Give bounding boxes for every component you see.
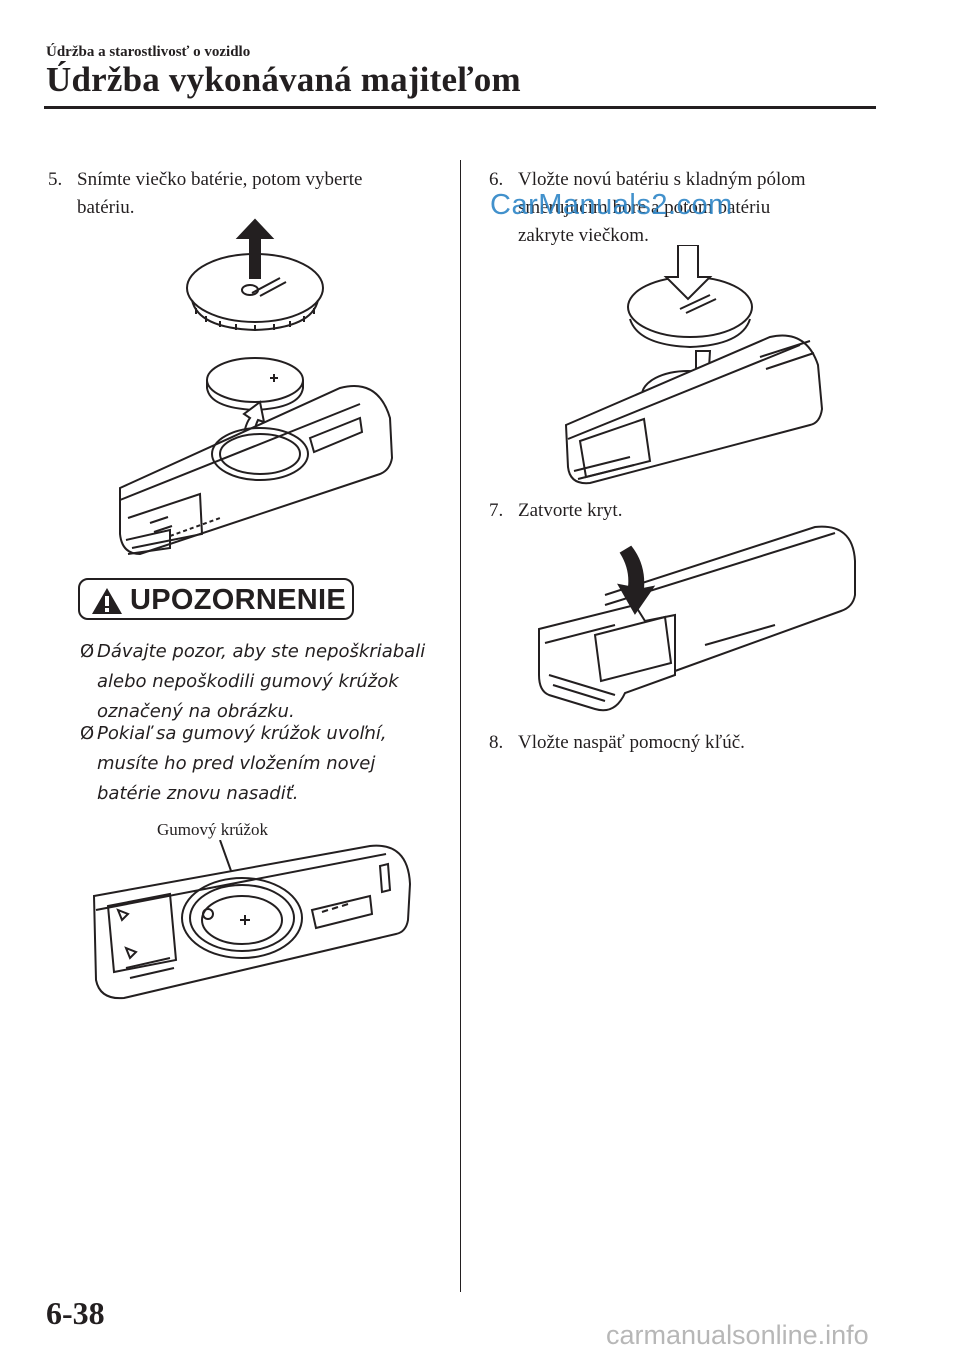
figure-remove-battery [110, 218, 400, 558]
step-7: 7. Zatvorte kryt. [489, 497, 789, 527]
caution-item: Ø Dávajte pozor, aby ste nepoškriabali a… [80, 637, 440, 729]
step-text-line: Snímte viečko batérie, potom vyberte [77, 169, 363, 190]
warning-triangle-icon [90, 586, 124, 621]
figure-rubber-ring [90, 840, 420, 1010]
watermark-logo: CarManuals2.com [490, 189, 733, 221]
insert-battery-illustration [564, 245, 824, 485]
step-number: 8. [489, 732, 504, 753]
caution-line: alebo nepoškodili gumový krúžok [97, 671, 399, 692]
step-6: 6. Vložte novú batériu s kladným pólom s… [489, 166, 889, 256]
figure-insert-battery [560, 245, 840, 490]
step-text: Vložte naspäť pomocný kľúč. [518, 732, 745, 753]
caution-item: Ø Pokiaľ sa gumový krúžok uvoľní, musíte… [80, 719, 440, 811]
footer-site-watermark: carmanualsonline.info [606, 1320, 869, 1350]
close-cover-illustration [538, 525, 856, 712]
step-text-line: zakryte viečkom. [518, 225, 649, 246]
page-number: 6-38 [46, 1295, 105, 1331]
caution-bullet: Ø [80, 641, 95, 662]
column-divider [460, 160, 461, 1292]
chapter-title: Údržba vykonávaná majiteľom [46, 60, 521, 99]
caution-line: Dávajte pozor, aby ste nepoškriabali [97, 641, 426, 662]
step-5: 5. Snímte viečko batérie, potom vyberte … [48, 166, 438, 226]
step-text-line: Vložte novú batériu s kladným pólom [518, 169, 806, 190]
figure-callout-label: Gumový krúžok [157, 820, 268, 839]
caution-line: batérie znovu nasadiť. [97, 783, 299, 804]
step-8: 8. Vložte naspäť pomocný kľúč. [489, 729, 889, 759]
step-text-line: batériu. [77, 197, 135, 218]
figure-close-cover [535, 525, 865, 715]
caution-line: označený na obrázku. [97, 701, 295, 722]
caution-bullet: Ø [80, 723, 95, 744]
rubber-ring-illustration [92, 840, 412, 1000]
step-text-line: smerujúcim hore a potom batériu [518, 197, 771, 218]
caution-title: UPOZORNENIE [130, 584, 346, 616]
caution-line: Pokiaľ sa gumový krúžok uvoľní, [97, 723, 387, 744]
header-rule [44, 106, 876, 109]
step-text: Zatvorte kryt. [518, 500, 623, 521]
caution-box: UPOZORNENIE [78, 578, 354, 620]
step-number: 5. [48, 169, 63, 190]
remove-battery-illustration [119, 218, 394, 556]
step-number: 7. [489, 500, 504, 521]
caution-line: musíte ho pred vložením novej [97, 753, 376, 774]
step-number: 6. [489, 169, 504, 190]
section-label: Údržba a starostlivosť o vozidlo [46, 44, 251, 60]
